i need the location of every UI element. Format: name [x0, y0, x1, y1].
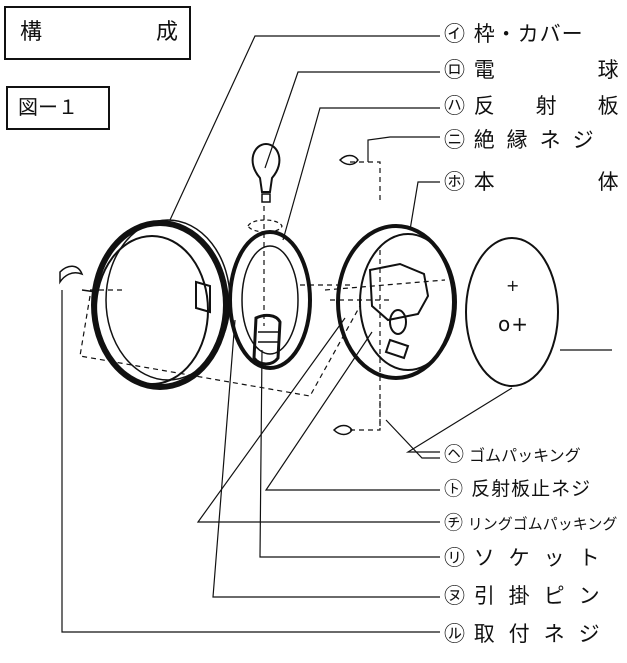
figure-label-box: 図ー１ — [6, 86, 110, 130]
title-box: 構 成 — [4, 6, 191, 60]
reflector — [228, 230, 312, 370]
part-name: ゴムパッキング — [469, 446, 581, 465]
part-mark: ㋩ — [444, 94, 466, 118]
part-label-3: ㋩ 反 射 板 — [444, 96, 627, 117]
part-mark: ㋬ — [444, 442, 464, 466]
part-name: 反 射 板 — [473, 94, 627, 118]
part-name: 取付ネジ — [473, 622, 614, 646]
rubber-gasket — [465, 237, 559, 387]
part-label-4: ㋥ 絶縁ネジ — [444, 130, 606, 151]
part-label-9: ㋷ ソケット — [444, 548, 614, 569]
part-mark: ㋑ — [444, 22, 466, 46]
part-mark: ㋸ — [444, 622, 466, 646]
title-right: 成 — [156, 20, 179, 45]
gasket-plus-top: + — [506, 276, 521, 295]
part-label-2: ㋺ 電 球 — [444, 60, 627, 81]
part-mark: ㋷ — [444, 546, 466, 570]
part-mark: ㋦ — [444, 584, 466, 608]
body-housing — [332, 154, 457, 436]
part-mark: ㋣ — [444, 478, 465, 500]
part-label-11: ㋸ 取付ネジ — [444, 624, 614, 645]
part-mark: ㋭ — [444, 170, 466, 194]
title-left: 構 — [20, 20, 43, 45]
part-name: リングゴムパッキング — [467, 515, 618, 533]
part-label-1: ㋑ 枠・カバー — [444, 24, 584, 45]
part-mark: ㋥ — [444, 128, 466, 152]
part-label-7: ㋣ 反射板止ネジ — [444, 480, 591, 499]
part-label-8: ㋠ リングゴムパッキング — [444, 514, 617, 533]
part-label-6: ㋬ ゴムパッキング — [444, 444, 581, 464]
part-name: 反射板止ネジ — [471, 478, 592, 500]
part-name: ソケット — [473, 546, 614, 570]
part-mark: ㋠ — [444, 512, 464, 534]
part-label-5: ㋭ 本 体 — [444, 172, 627, 193]
gasket-plus-bottom: o+ — [498, 312, 529, 336]
part-name: 本 体 — [473, 170, 627, 194]
part-name: 電 球 — [473, 58, 627, 82]
part-name: 引掛ピン — [473, 584, 614, 608]
frame-cover — [59, 219, 231, 390]
part-name: 絶縁ネジ — [473, 128, 606, 152]
light-bulb — [247, 142, 283, 233]
part-label-10: ㋦ 引掛ピン — [444, 586, 614, 607]
figure-label: 図ー１ — [18, 95, 78, 119]
part-name: 枠・カバー — [473, 22, 584, 46]
part-mark: ㋺ — [444, 58, 466, 82]
